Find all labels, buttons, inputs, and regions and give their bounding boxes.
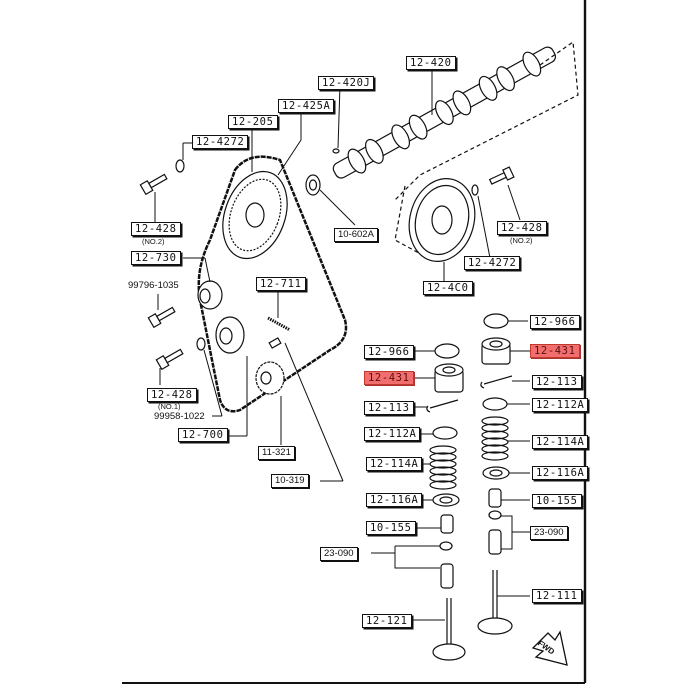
woodruff-key [332, 148, 340, 154]
bolt-left-mid [147, 306, 176, 329]
seal-left [440, 514, 454, 534]
clip-left [426, 399, 459, 413]
label-12-428-top-left[interactable]: 12-428 [131, 222, 181, 236]
label-12-113-right[interactable]: 12-113 [532, 375, 582, 389]
cam-dashed-outline [394, 40, 579, 201]
clip-right [480, 375, 513, 389]
camshaft [332, 46, 557, 179]
label-10-155-right[interactable]: 10-155 [532, 494, 582, 508]
label-12-420J[interactable]: 12-420J [318, 76, 375, 90]
seal-right [488, 488, 502, 508]
bolt-right [488, 166, 515, 185]
label-12-4C0[interactable]: 12-4C0 [423, 281, 473, 295]
ring-left [439, 541, 453, 551]
label-12-966-right[interactable]: 12-966 [530, 315, 580, 329]
tappet-left [434, 363, 464, 393]
oil-seal [305, 174, 321, 196]
label-23-090-left[interactable]: 23-090 [320, 547, 358, 561]
seat-left [432, 493, 460, 507]
label-12-4272-right[interactable]: 12-4272 [464, 256, 521, 270]
label-12-205[interactable]: 12-205 [228, 115, 278, 129]
idler-pulley [197, 280, 223, 310]
tensioner [215, 316, 245, 354]
valve-left [432, 598, 466, 661]
label-12-431-left[interactable]: 12-431 [364, 371, 414, 385]
label-12-966-left[interactable]: 12-966 [364, 345, 414, 359]
label-10-155-left[interactable]: 10-155 [366, 521, 416, 535]
spring-left [429, 445, 457, 490]
retainer-left [432, 426, 458, 440]
guide-left [440, 563, 454, 589]
camshaft-pulley [222, 170, 288, 260]
washer-right [471, 184, 479, 196]
label-12-420[interactable]: 12-420 [406, 56, 456, 70]
label-12-113-left[interactable]: 12-113 [364, 401, 414, 415]
spring-right [481, 416, 509, 461]
label-12-428-mid-left-note: (NO.1) [158, 402, 181, 411]
label-12-431-right[interactable]: 12-431 [530, 344, 580, 358]
label-12-116A-left[interactable]: 12-116A [366, 493, 423, 507]
timing-belt [197, 155, 348, 413]
label-12-112A-left[interactable]: 12-112A [364, 427, 421, 441]
label-12-711[interactable]: 12-711 [256, 277, 306, 291]
label-12-116A-right[interactable]: 12-116A [532, 466, 589, 480]
leader-lines [154, 68, 530, 621]
guide-right [488, 529, 502, 555]
bolt-left-low [155, 348, 184, 371]
label-12-114A-right[interactable]: 12-114A [532, 435, 589, 449]
seat-right [482, 466, 510, 480]
label-10-319[interactable]: 10-319 [271, 474, 309, 488]
label-10-602A[interactable]: 10-602A [334, 228, 378, 242]
label-12-428-right-note: (NO.2) [510, 236, 533, 245]
label-99796-1035[interactable]: 99796-1035 [128, 280, 179, 291]
washer-left-top [175, 159, 185, 173]
label-12-112A-right[interactable]: 12-112A [532, 398, 589, 412]
shim-right [483, 313, 509, 329]
crank-sprocket [255, 361, 285, 395]
fwd-arrow-icon [531, 630, 568, 666]
label-12-114A-left[interactable]: 12-114A [366, 457, 423, 471]
cam-lobes [347, 51, 542, 174]
retainer-right [482, 397, 508, 411]
tensioner-spring [267, 316, 291, 332]
washer-left-mid [196, 337, 206, 351]
bolt-left-top [139, 173, 168, 196]
label-11-321[interactable]: 11-321 [258, 446, 295, 460]
ring-right [488, 510, 502, 520]
crank-pulley [408, 177, 476, 263]
tappet-right [481, 337, 511, 365]
label-12-111[interactable]: 12-111 [532, 589, 582, 603]
label-12-730[interactable]: 12-730 [131, 251, 181, 265]
label-12-700[interactable]: 12-700 [178, 428, 228, 442]
label-12-428-top-left-note: (NO.2) [142, 237, 165, 246]
label-23-090-right[interactable]: 23-090 [530, 526, 568, 540]
label-12-425A[interactable]: 12-425A [278, 99, 335, 113]
label-12-4272-left[interactable]: 12-4272 [192, 135, 249, 149]
label-12-428-right[interactable]: 12-428 [497, 221, 547, 235]
shim-left [434, 343, 460, 359]
spring-pin [268, 337, 282, 349]
valve-right [477, 570, 513, 635]
label-12-121[interactable]: 12-121 [362, 614, 412, 628]
label-12-428-mid-left[interactable]: 12-428 [147, 388, 197, 402]
label-99958-1022[interactable]: 99958-1022 [154, 411, 205, 422]
